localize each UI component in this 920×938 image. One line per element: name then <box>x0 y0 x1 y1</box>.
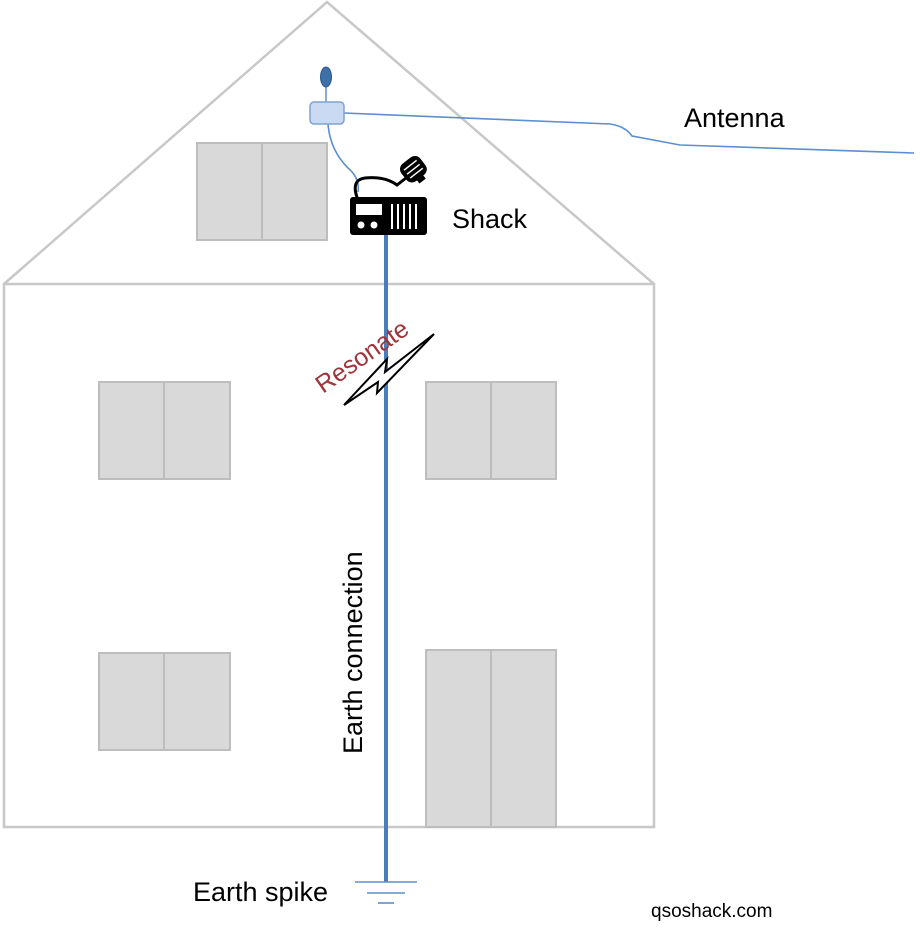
transceiver-with-microphone-icon <box>350 155 427 235</box>
house <box>2 0 656 829</box>
door <box>425 649 557 828</box>
earth-connection-label: Earth connection <box>338 551 368 754</box>
antenna-tuner-box-icon <box>309 101 345 125</box>
website-credit: qsoshack.com <box>651 901 772 922</box>
window-lower-left <box>98 652 231 751</box>
windows <box>98 142 557 828</box>
ground-symbol-icon <box>355 881 417 904</box>
house-body <box>2 282 656 829</box>
window-middle-left <box>98 381 231 480</box>
attic-window <box>196 142 328 241</box>
earth-spike-label: Earth spike <box>193 877 328 907</box>
window-middle-right <box>425 381 557 480</box>
antenna-wire <box>343 112 915 154</box>
antenna-label: Antenna <box>684 103 786 133</box>
lightning-bolt-icon <box>343 333 435 406</box>
house-roof <box>3 0 655 285</box>
antenna-insulator-icon <box>320 66 332 103</box>
feed-coax <box>327 123 360 193</box>
shack-label: Shack <box>452 204 528 234</box>
